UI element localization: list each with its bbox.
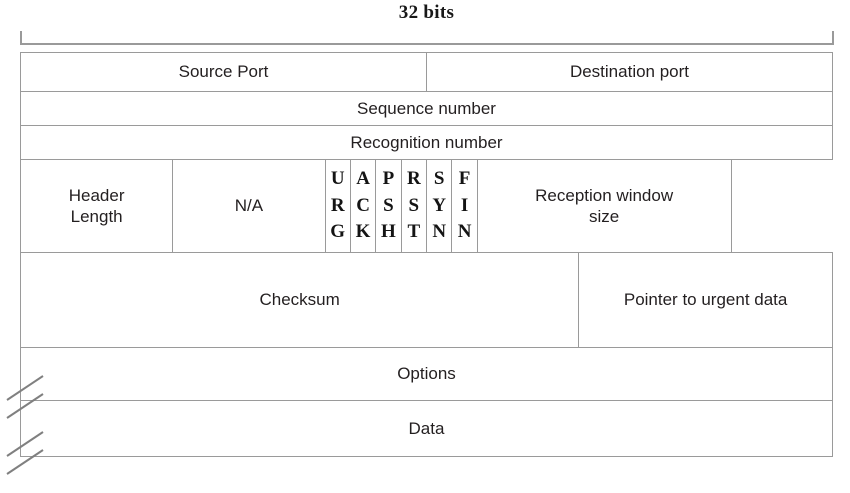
reception-window-line1: Reception window xyxy=(535,185,674,205)
flag-syn-letter-3: N xyxy=(432,221,447,243)
flag-fin-letter-2: I xyxy=(460,194,469,216)
header-length-line1: Header xyxy=(68,185,125,205)
flag-syn-letter-2: Y xyxy=(432,194,447,216)
bracket-tick-left xyxy=(20,31,22,45)
cell-recognition-number: Recognition number xyxy=(20,125,833,160)
cell-not-applicable: N/A xyxy=(172,159,326,253)
width-bracket xyxy=(20,31,834,47)
cell-data: Data xyxy=(20,400,833,457)
header-length-line2: Length xyxy=(70,207,123,226)
table-row-flags: Header Length N/A U R G A C K xyxy=(19,159,833,253)
cell-urgent-pointer: Pointer to urgent data xyxy=(578,252,833,348)
cell-options: Options xyxy=(20,347,833,401)
flag-ack-letter-3: K xyxy=(355,221,371,243)
flag-rst-letter-1: R xyxy=(406,167,421,189)
table-row-data: Data xyxy=(20,400,833,457)
cell-sequence-number: Sequence number xyxy=(20,91,833,126)
flag-ack-letter-1: A xyxy=(356,167,370,189)
table-row-recognition: Recognition number xyxy=(20,125,833,160)
cell-source-port: Source Port xyxy=(20,52,427,92)
table-row-options: Options xyxy=(20,347,833,401)
cell-flag-syn: S Y N xyxy=(425,159,453,253)
bracket-tick-right xyxy=(832,31,834,45)
table-row-checksum: Checksum Pointer to urgent data xyxy=(19,252,833,348)
flag-fin-letter-3: N xyxy=(457,221,472,243)
flag-fin-letter-1: F xyxy=(458,167,471,189)
flag-psh-letter-1: P xyxy=(382,167,395,189)
flag-rst-letter-3: T xyxy=(407,221,421,243)
page-title: 32 bits xyxy=(398,2,455,23)
cell-checksum: Checksum xyxy=(19,252,580,348)
flag-psh-letter-3: H xyxy=(381,221,396,243)
flag-urg-letter-2: R xyxy=(330,194,345,216)
reception-window-line2: size xyxy=(589,207,620,226)
tcp-header-table: Source Port Destination port Sequence nu… xyxy=(19,52,833,457)
cell-flag-fin: F I N xyxy=(451,159,478,253)
bracket-bar xyxy=(20,43,834,45)
cell-flag-rst: R S T xyxy=(400,159,428,253)
flag-urg-letter-3: G xyxy=(330,221,346,243)
cell-header-length: Header Length xyxy=(19,159,174,253)
cell-flag-psh: P S H xyxy=(375,159,402,253)
table-row-sequence: Sequence number xyxy=(20,91,833,126)
cell-flag-ack: A C K xyxy=(349,159,377,253)
cell-flag-urg: U R G xyxy=(324,159,351,253)
cell-destination-port: Destination port xyxy=(426,52,833,92)
flag-syn-letter-1: S xyxy=(433,167,445,189)
flag-urg-letter-1: U xyxy=(330,167,345,189)
cell-reception-window-size: Reception window size xyxy=(476,159,732,253)
flag-ack-letter-2: C xyxy=(356,194,370,216)
flag-psh-letter-2: S xyxy=(383,194,394,216)
flag-rst-letter-2: S xyxy=(408,194,420,216)
table-row-ports: Source Port Destination port xyxy=(20,52,833,92)
